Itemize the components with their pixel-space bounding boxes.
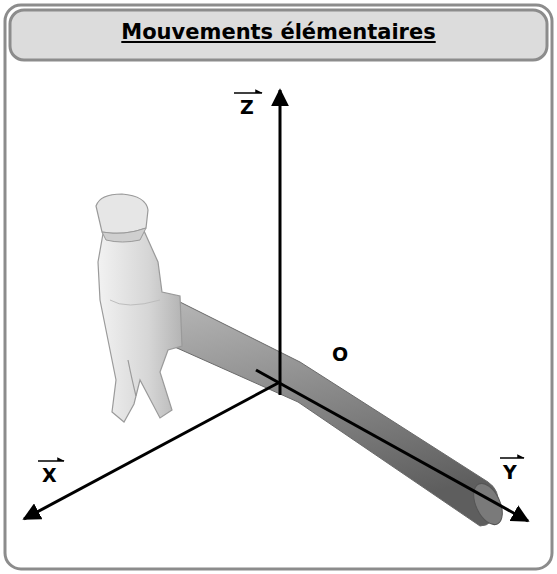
axis-label: Y bbox=[503, 461, 517, 483]
axis-label: Z bbox=[240, 96, 254, 118]
x-axis bbox=[24, 382, 280, 519]
vector-arrow bbox=[38, 460, 64, 462]
z-axis bbox=[279, 90, 282, 395]
panel-title: Mouvements élémentaires bbox=[0, 20, 557, 44]
vector-arrow bbox=[500, 457, 524, 459]
y-axis bbox=[256, 370, 528, 521]
panel-border bbox=[5, 5, 552, 569]
vector-arrow bbox=[234, 92, 262, 94]
axis-label: X bbox=[42, 464, 57, 486]
hammer bbox=[96, 194, 508, 529]
origin-label: O bbox=[332, 343, 348, 365]
